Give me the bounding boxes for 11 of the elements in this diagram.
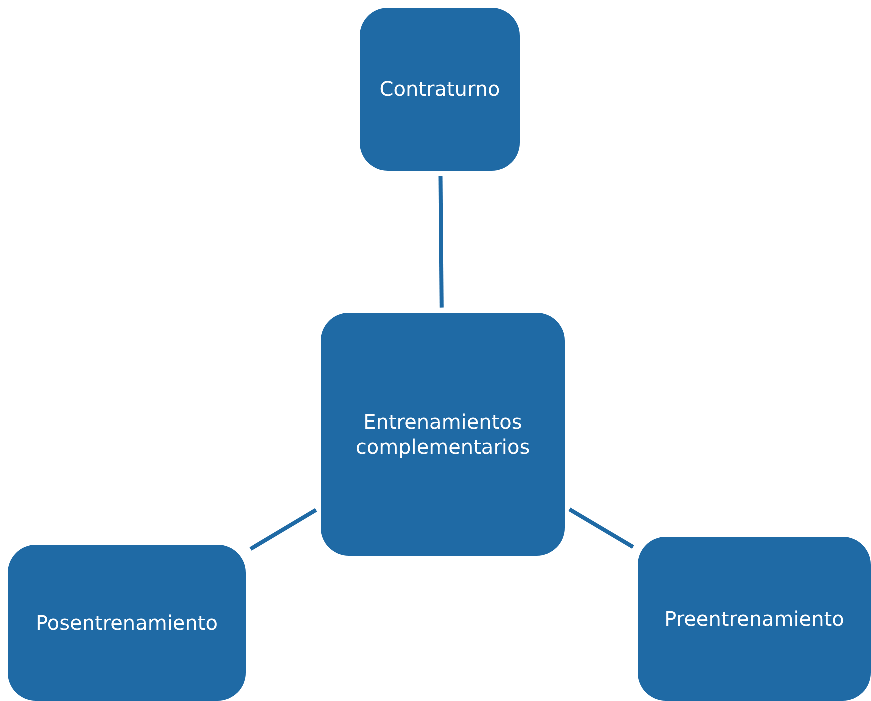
- box-label: Preentrenamiento: [664, 606, 844, 632]
- rounded-box: [321, 313, 565, 556]
- box-label: Contraturno: [380, 77, 500, 102]
- connector-line: [438, 176, 444, 308]
- box-label: Entrenamientos complementarios: [354, 410, 532, 460]
- connector-line: [568, 508, 634, 549]
- rounded-box: [638, 537, 871, 701]
- connector-line: [250, 508, 318, 551]
- box-label: Posentrenamiento: [36, 610, 218, 636]
- rounded-box: [360, 8, 520, 171]
- rounded-box: [8, 545, 246, 701]
